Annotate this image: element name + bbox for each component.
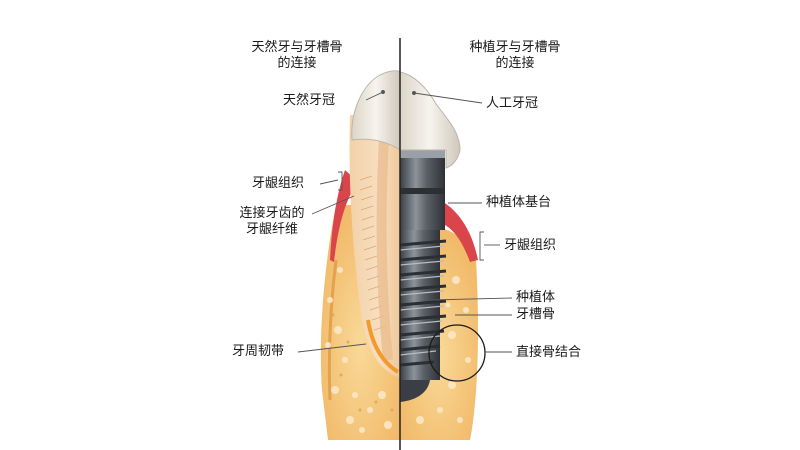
label-osseointegration: 直接骨结合 [516,345,582,360]
left-title-line1: 天然牙与牙槽骨 [251,40,343,55]
label-natural-crown: 天然牙冠 [283,93,336,108]
label-gingival-fibers-line2: 牙龈纤维 [245,222,298,237]
artificial-crown [399,71,461,169]
label-right-gingiva: 牙龈组织 [504,238,557,253]
gingival-fiber-lines [359,175,387,331]
label-alveolar-bone: 牙槽骨 [516,307,556,322]
left-title-line2: 的连接 [277,56,317,71]
left-title: 天然牙与牙槽骨 的连接 [232,40,362,72]
label-gingival-fibers-line1: 连接牙齿的 [239,206,305,221]
right-leader-lines [412,91,513,353]
left-bone-pores [325,267,392,433]
right-title-line2: 的连接 [495,56,535,71]
implant-threads [399,239,447,367]
left-leader-lines [297,90,385,353]
label-left-gingiva: 牙龈组织 [252,176,305,191]
right-title: 种植牙与牙槽骨 的连接 [450,40,580,72]
natural-crown [351,70,401,151]
osseointegration-highlight [428,324,486,382]
implant-illustration [399,71,486,440]
label-periodontal-ligament: 牙周韧带 [232,344,285,359]
right-title-line1: 种植牙与牙槽骨 [469,40,561,55]
periodontal-ligament [366,319,400,374]
label-gingival-fibers: 连接牙齿的 牙龈纤维 [232,206,312,238]
label-artificial-crown: 人工牙冠 [486,96,539,111]
right-gum-tissue [438,200,478,262]
right-bone-pores [416,276,471,424]
label-implant: 种植体 [516,290,556,305]
label-abutment: 种植体基台 [486,195,552,210]
natural-tooth-illustration [320,70,411,440]
